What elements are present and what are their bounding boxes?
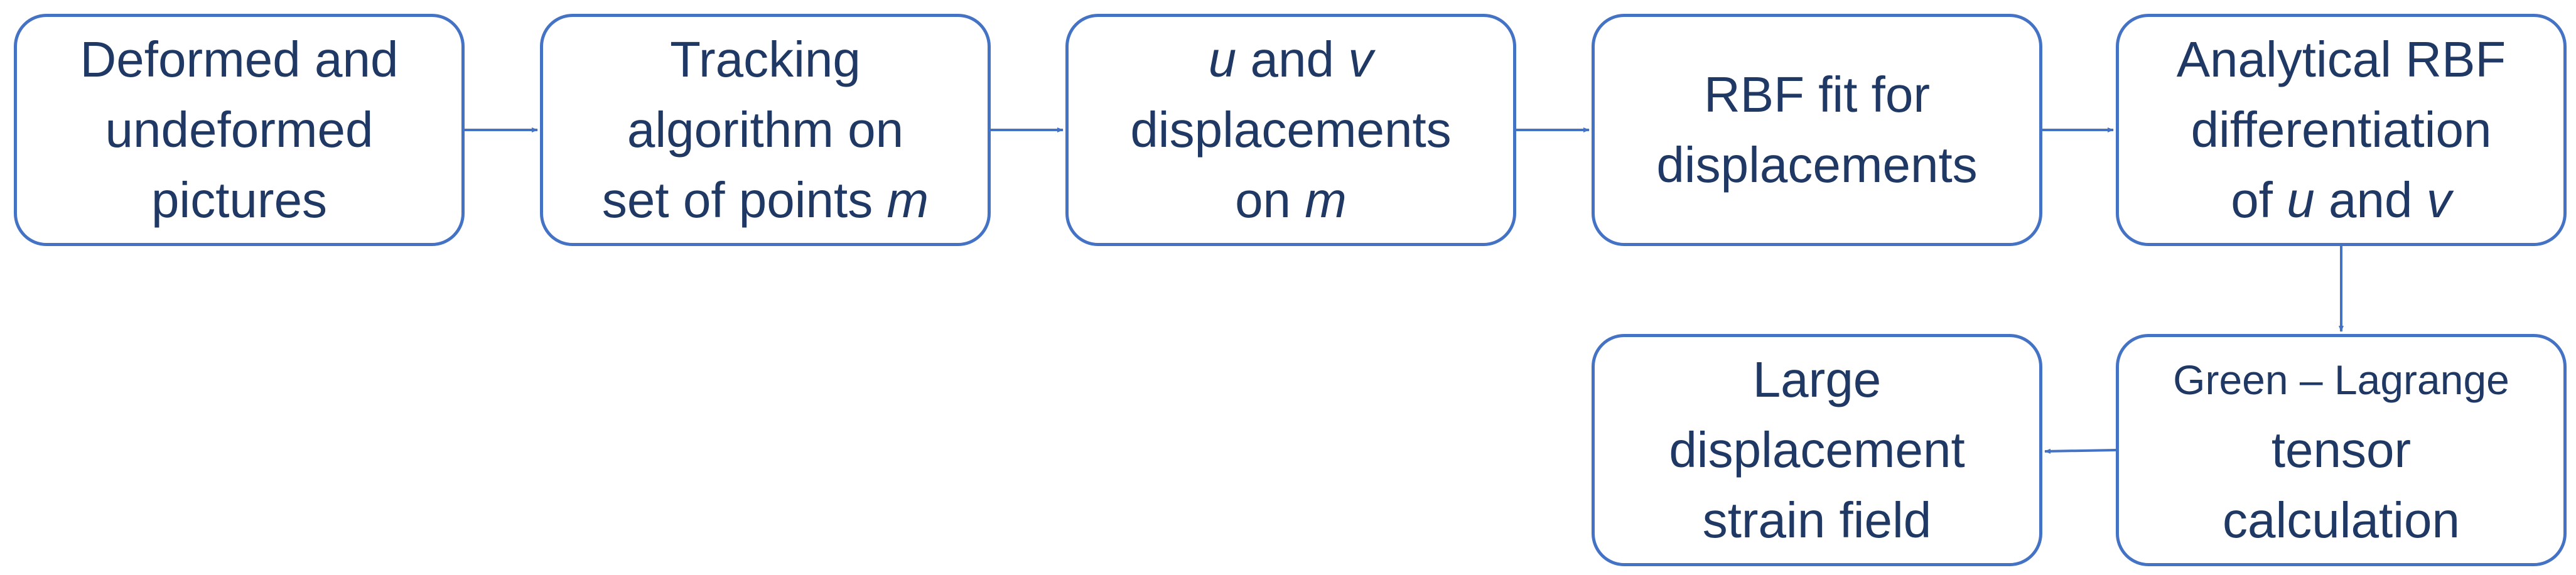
box-text-segment: on xyxy=(1235,172,1305,228)
box-text-line: displacement xyxy=(1669,422,1965,478)
deformed-pictures-box: Deformed and undeformed pictures xyxy=(14,14,465,246)
arrow-green-lagrange-to-strain-field xyxy=(2044,448,2116,454)
box-text-line: RBF fit for xyxy=(1703,67,1931,122)
variable-v: v xyxy=(2426,172,2452,228)
box-text-line: differentiation xyxy=(2191,102,2492,158)
box-text-line: pictures xyxy=(151,172,328,228)
box-text-line: of u and v xyxy=(2231,165,2451,235)
box-text-line: strain field xyxy=(1702,492,1932,548)
strain-field-box: Large displacement strain field xyxy=(1592,334,2042,566)
displacements-on-m-box: u and v displacements on m xyxy=(1065,14,1516,246)
variable-m: m xyxy=(1305,172,1347,228)
variable-u: u xyxy=(1208,31,1237,87)
box-text-line: Green – Lagrange xyxy=(2173,357,2509,403)
box-text-line: tensor xyxy=(2271,422,2412,478)
box-text-line: algorithm on xyxy=(627,102,904,158)
box-text-line: calculation xyxy=(2222,492,2460,548)
box-text-segment: and xyxy=(2314,172,2427,228)
box-text-line: displacements xyxy=(1656,137,1978,193)
variable-u: u xyxy=(2287,172,2315,228)
box-text-segment: set of points xyxy=(601,172,887,228)
box-text-line: Tracking xyxy=(670,31,861,87)
box-text-line: Analytical RBF xyxy=(2176,31,2506,87)
box-text-line: displacements xyxy=(1130,102,1452,158)
box-text-line: u and v xyxy=(1209,24,1373,95)
box-text-segment: of xyxy=(2231,172,2287,228)
variable-m: m xyxy=(887,172,929,228)
green-lagrange-box: Green – Lagrange tensor calculation xyxy=(2116,334,2567,566)
box-text-line: set of points m xyxy=(602,165,929,235)
box-text-segment: and xyxy=(1236,31,1349,87)
tracking-algorithm-box: Tracking algorithm on set of points m xyxy=(540,14,991,246)
rbf-fit-box: RBF fit for displacements xyxy=(1592,14,2042,246)
box-text-line: undeformed xyxy=(105,102,374,158)
variable-v: v xyxy=(1348,31,1374,87)
rbf-differentiation-box: Analytical RBF differentiation of u and … xyxy=(2116,14,2567,246)
box-text-line: Large xyxy=(1752,352,1882,407)
box-text-line: Deformed and xyxy=(80,31,399,87)
box-text-line: on m xyxy=(1235,165,1347,235)
